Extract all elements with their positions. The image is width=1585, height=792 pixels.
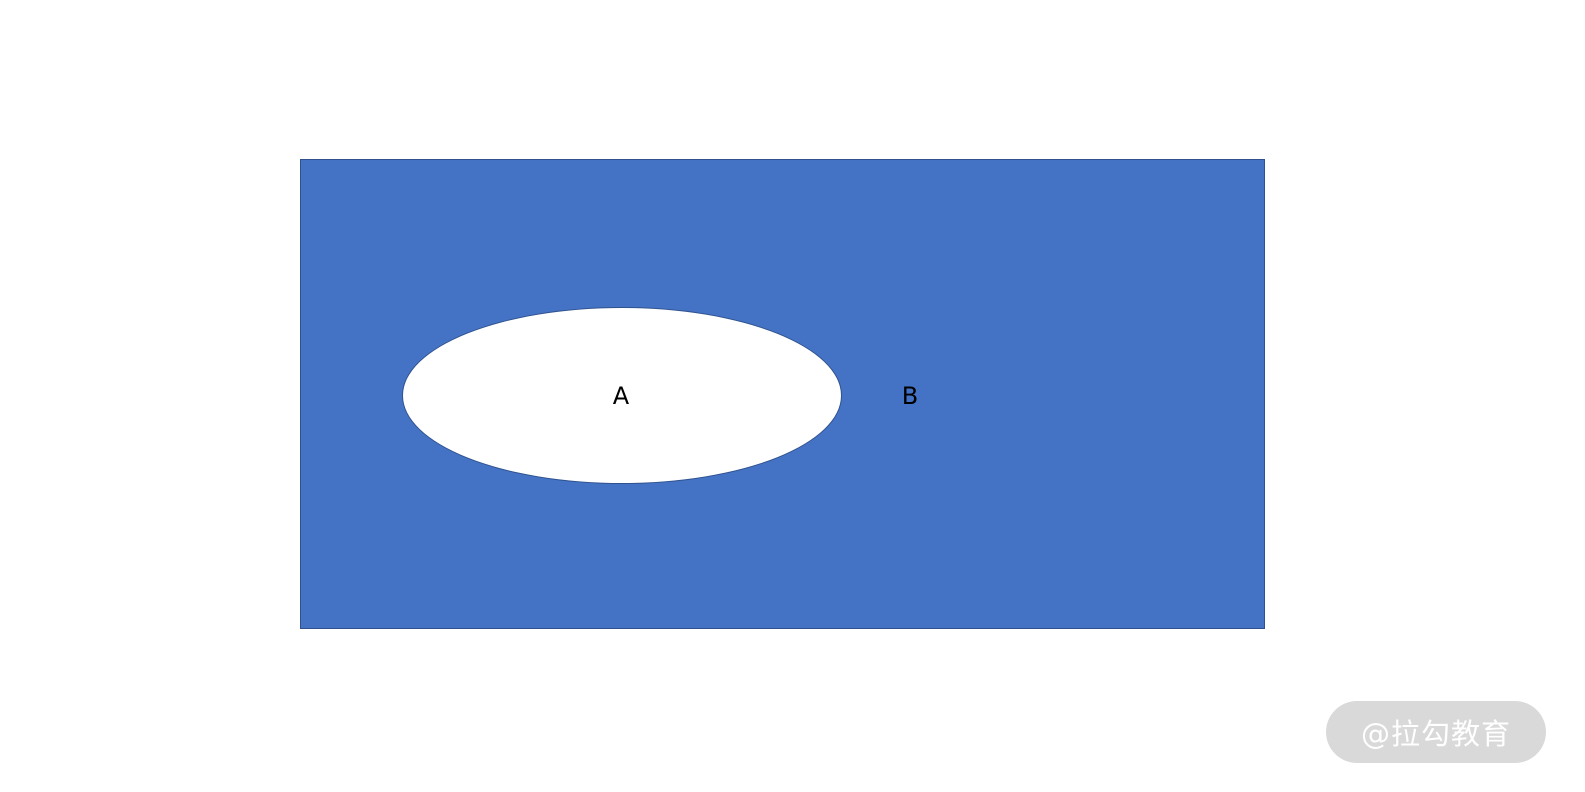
set-a-ellipse: [402, 307, 842, 484]
set-b-label: B: [901, 382, 919, 410]
watermark-badge: @拉勾教育: [1326, 701, 1546, 763]
set-a-label: A: [612, 382, 630, 410]
